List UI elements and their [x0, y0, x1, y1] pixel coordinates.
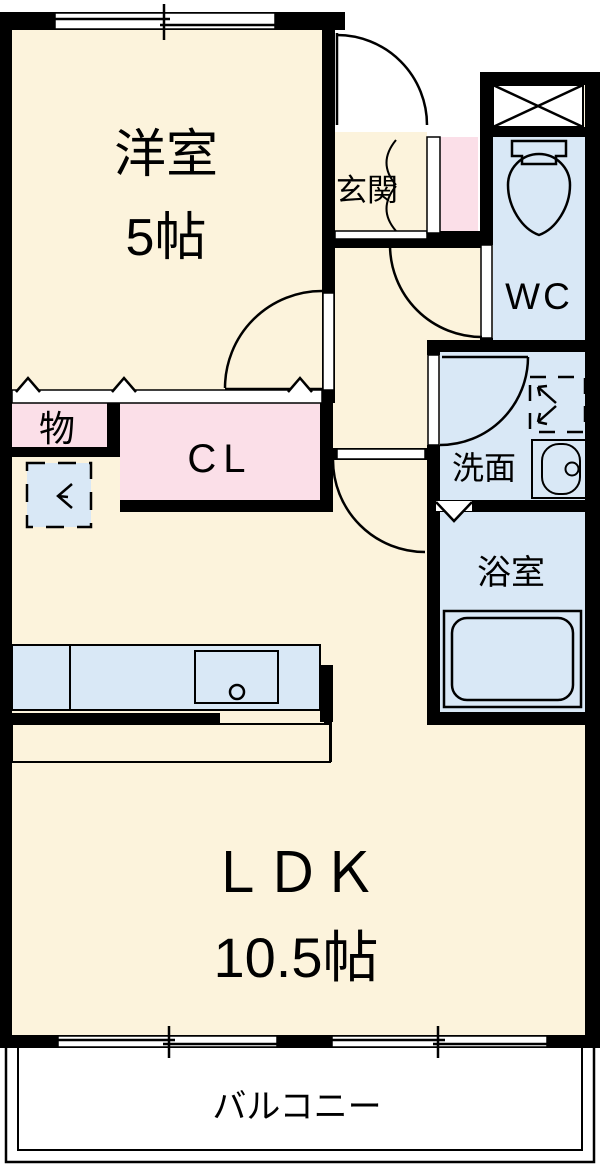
- pipe-space-x-icon: [492, 83, 584, 129]
- entrance-door: [334, 33, 429, 240]
- toilet-door: [388, 244, 493, 339]
- window-ldk-left: [57, 1026, 278, 1058]
- western-room-size: 5帖: [126, 209, 207, 267]
- ldk-label: ＬＤＫ: [209, 841, 377, 904]
- bathroom-label: 浴室: [477, 554, 545, 592]
- storage-floor: [12, 403, 107, 447]
- kitchen-counter: [11, 644, 331, 763]
- storage-label: 物: [39, 408, 75, 449]
- balcony-railing: [4, 1048, 596, 1164]
- bathroom-door: [435, 501, 473, 523]
- doors: [11, 33, 530, 554]
- windows: [54, 4, 548, 1058]
- toilet-floor: [493, 137, 585, 340]
- ldk-size: 10.5帖: [214, 926, 379, 989]
- western-room-door: [223, 289, 335, 391]
- entrance-label: 玄関: [336, 173, 398, 208]
- refrigerator-space-icon: [25, 461, 93, 529]
- washroom-door: [427, 354, 530, 447]
- balcony-label: バルコニー: [212, 1088, 381, 1126]
- western-room-label: 洋室: [114, 126, 218, 184]
- toilet-label: WC: [505, 276, 573, 317]
- closet-label: CL: [187, 437, 252, 481]
- window-ldk-right: [331, 1026, 548, 1058]
- toilet-icon: [506, 139, 572, 237]
- washbasin-icon: [531, 439, 587, 499]
- closet-floor: [120, 403, 320, 500]
- shoe-cabinet-doors: [385, 136, 441, 234]
- labels: 洋室 5帖 玄関 WC 物 CL 洗面 浴室 ＬＤＫ 10.5帖 バルコニー: [39, 126, 573, 1126]
- bathtub-icon: [442, 609, 583, 709]
- washroom-label: 洗面: [452, 450, 516, 486]
- kitchen-counter-sink-icon: [194, 650, 279, 704]
- closet-doors: [11, 376, 323, 404]
- ldk-door: [331, 448, 426, 554]
- outside-top-right: [480, 0, 600, 72]
- shoe-cabinet: [440, 137, 478, 233]
- window-western-room: [54, 4, 276, 40]
- counter-overhang: [11, 723, 331, 763]
- washing-machine-space-icon: [528, 375, 587, 434]
- entrance-alcove: [335, 28, 427, 132]
